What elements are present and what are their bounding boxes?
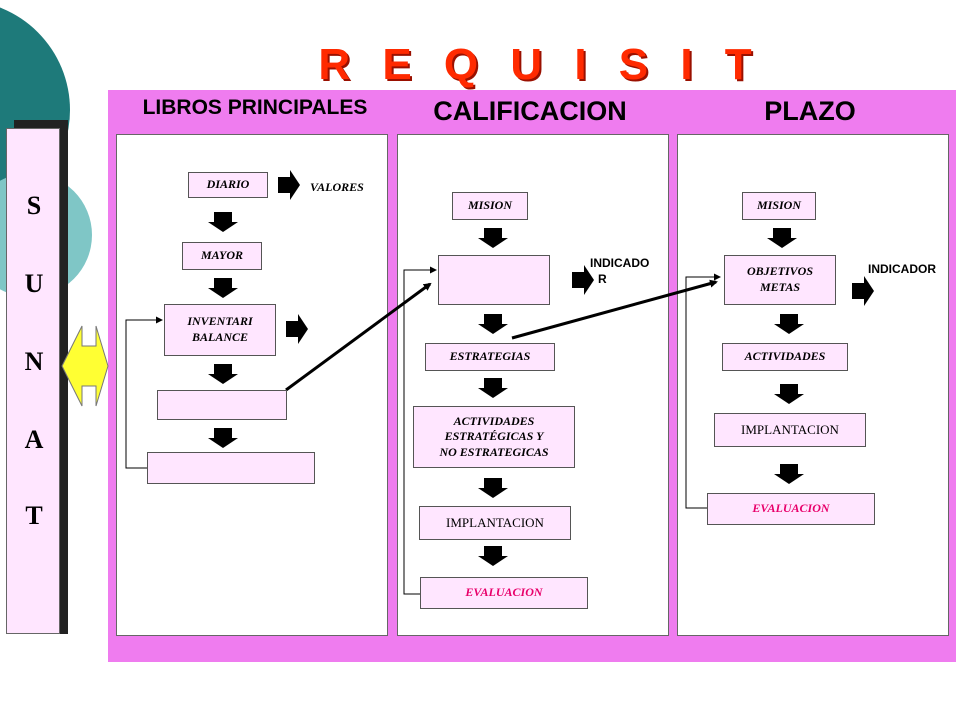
- box-evaluacion-plazo: EVALUACION: [707, 493, 875, 525]
- down-arrow: [774, 464, 804, 484]
- panel-calificacion: [397, 134, 669, 636]
- down-arrow: [478, 228, 508, 248]
- inventario-line1: INVENTARI: [187, 314, 253, 329]
- box-implantacion-plazo: IMPLANTACION: [714, 413, 866, 447]
- box-evaluacion-calificacion: EVALUACION: [420, 577, 588, 609]
- feedback-loop-calificacion: [403, 266, 437, 595]
- down-arrow: [478, 378, 508, 398]
- down-arrow: [774, 314, 804, 334]
- inventario-line2: BALANCE: [191, 330, 248, 344]
- label-valores: VALORES: [310, 180, 364, 194]
- sunat-letter-a: A: [24, 425, 44, 454]
- box-empty-1: [157, 390, 287, 420]
- right-arrows-libros: [278, 170, 308, 344]
- indicador-line1: INDICADO: [590, 256, 650, 270]
- box-empty-2: [147, 452, 315, 484]
- column-header-calificacion: CALIFICACION: [433, 96, 627, 126]
- sunat-letter-u: U: [24, 269, 44, 298]
- diagonal-arrow-estrategias-to-objetivos: [511, 279, 718, 340]
- down-arrow: [208, 212, 238, 232]
- down-arrow: [478, 314, 508, 334]
- down-arrow: [478, 478, 508, 498]
- diagonal-arrow-libros-to-calificacion: [285, 282, 432, 392]
- down-arrows-libros: [208, 212, 238, 448]
- label-indicador-plazo: INDICADOR: [868, 262, 936, 276]
- box-implantacion-calificacion: IMPLANTACION: [419, 506, 571, 540]
- down-arrow: [208, 364, 238, 384]
- box-inventario-balance: INVENTARI BALANCE: [164, 304, 276, 356]
- right-arrow-indicador-calificacion: [572, 265, 594, 295]
- column-header-libros: LIBROS PRINCIPALES: [142, 96, 368, 119]
- box-mayor: MAYOR: [182, 242, 262, 270]
- objetivos-line2: METAS: [759, 280, 801, 294]
- right-arrow: [278, 170, 300, 200]
- actividades-line1: ACTIVIDADES: [453, 413, 535, 428]
- sunat-letter-s: S: [26, 191, 42, 220]
- box-actividades-plazo: ACTIVIDADES: [722, 343, 848, 371]
- panel-libros: [116, 134, 388, 636]
- box-mision-plazo: MISION: [742, 192, 816, 220]
- right-arrow-indicador-plazo: [852, 276, 874, 306]
- box-objetivos-metas: OBJETIVOS METAS: [724, 255, 836, 305]
- right-arrow: [286, 314, 308, 344]
- down-arrow: [208, 428, 238, 448]
- label-indicador-calificacion: INDICADO R: [590, 256, 649, 287]
- box-diario: DIARIO: [188, 172, 268, 198]
- sunat-double-arrow: [61, 325, 109, 407]
- down-arrows-plazo: [767, 228, 804, 484]
- box-empty-calificacion: [438, 255, 550, 305]
- feedback-loop-libros: [125, 316, 163, 469]
- down-arrows-calificacion: [478, 228, 508, 566]
- down-arrow: [478, 546, 508, 566]
- column-header-plazo: PLAZO: [764, 96, 856, 126]
- sunat-letter-t: T: [25, 501, 43, 530]
- feedback-loop-plazo: [685, 273, 721, 509]
- sunat-box: S U N A T: [6, 128, 60, 634]
- objetivos-line1: OBJETIVOS: [746, 264, 814, 279]
- box-mision-calificacion: MISION: [452, 192, 528, 220]
- indicador-line2: R: [598, 271, 607, 286]
- page-title: R E Q U I S I T O S: [318, 40, 762, 139]
- down-arrow: [767, 228, 797, 248]
- actividades-line3: NO ESTRATEGICAS: [439, 444, 549, 459]
- box-estrategias: ESTRATEGIAS: [425, 343, 555, 371]
- actividades-line2: ESTRATÉGICAS Y: [444, 429, 544, 444]
- down-arrow: [774, 384, 804, 404]
- down-arrow: [208, 278, 238, 298]
- box-actividades-estrategicas: ACTIVIDADES ESTRATÉGICAS Y NO ESTRATEGIC…: [413, 406, 575, 468]
- sunat-letter-n: N: [24, 347, 44, 376]
